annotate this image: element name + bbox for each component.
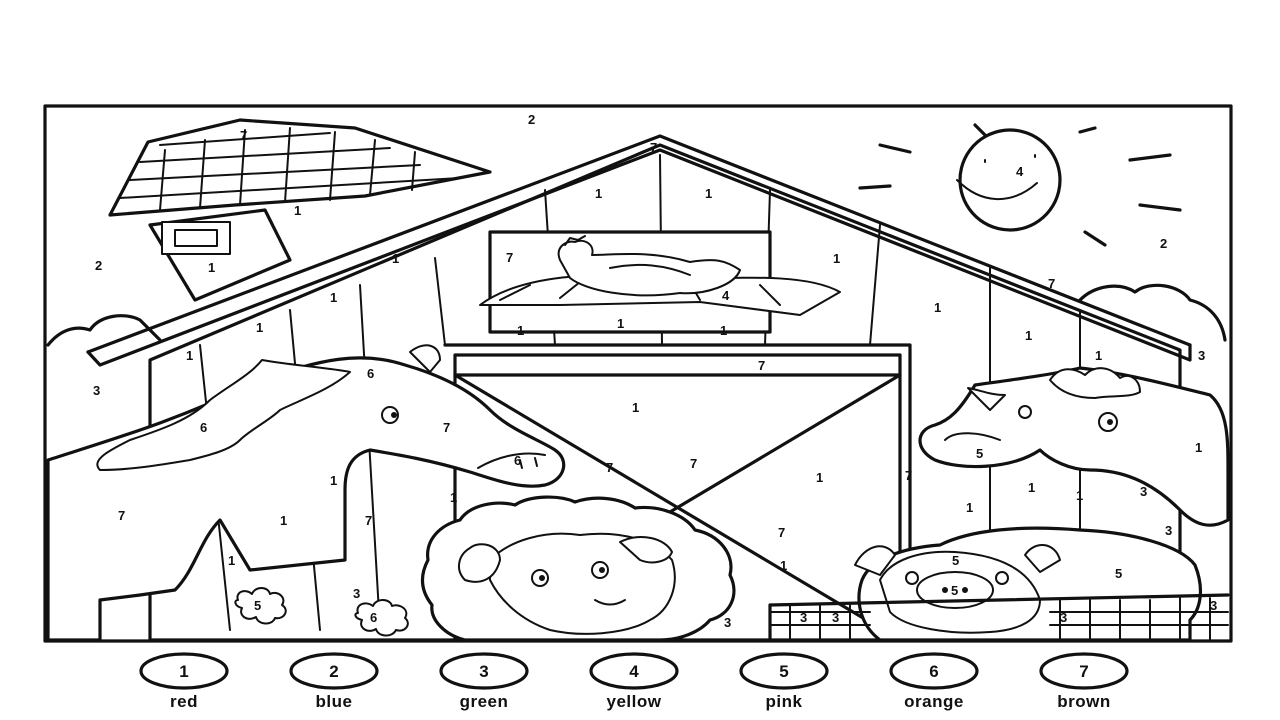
sheep — [420, 495, 736, 642]
label-door-frame-5: 7 — [905, 468, 912, 483]
label-grass-mid: 3 — [724, 615, 731, 630]
label-cow-body: 3 — [1140, 484, 1147, 499]
color-key: 1 2 3 4 5 6 7 red blue green yellow pink… — [139, 652, 1129, 711]
key-color-name: green — [460, 692, 509, 711]
label-pig-body2: 5 — [1115, 566, 1122, 581]
key-color-name: brown — [1057, 692, 1111, 711]
label-barn-2: 1 — [705, 186, 712, 201]
label-fence-4: 3 — [1210, 598, 1217, 613]
key-number: 7 — [1079, 662, 1088, 681]
label-barn-14: 1 — [280, 513, 287, 528]
label-barn-19: 1 — [1195, 440, 1202, 455]
label-roof-edge: 7 — [650, 140, 657, 155]
label-cow-nose: 5 — [976, 446, 983, 461]
label-pig-snout: 5 — [951, 583, 958, 598]
label-barn-11: 1 — [617, 316, 624, 331]
label-barn-3: 1 — [392, 251, 399, 266]
label-fence-2: 3 — [832, 610, 839, 625]
label-hen: 7 — [506, 250, 513, 265]
label-barn-brown: 7 — [365, 513, 372, 528]
label-door-3: 1 — [450, 490, 457, 505]
key-number: 4 — [629, 662, 639, 681]
key-circle-2 — [289, 652, 379, 690]
label-grass-left: 3 — [353, 586, 360, 601]
key-circle-4 — [589, 652, 679, 690]
label-barn-7: 1 — [833, 251, 840, 266]
key-number: 3 — [479, 662, 488, 681]
key-circle-1 — [139, 652, 229, 690]
label-barn-9: 1 — [1025, 328, 1032, 343]
label-door-2: 1 — [816, 470, 823, 485]
label-barn-4: 1 — [330, 290, 337, 305]
label-bush-right: 3 — [1198, 348, 1205, 363]
label-barn-12: 1 — [720, 323, 727, 338]
label-barn-13: 1 — [330, 473, 337, 488]
label-flower: 5 — [254, 598, 261, 613]
key-number: 1 — [179, 662, 188, 681]
key-circle-7 — [1039, 652, 1129, 690]
key-color-name: pink — [766, 692, 803, 711]
key-circle-3 — [439, 652, 529, 690]
label-door-frame-4: 7 — [778, 525, 785, 540]
bush-right — [1078, 283, 1227, 342]
label-barn-8: 1 — [934, 300, 941, 315]
label-door-frame-3: 7 — [690, 456, 697, 471]
label-sky-left: 2 — [95, 258, 102, 273]
key-color-name: yellow — [607, 692, 662, 711]
key-number: 6 — [929, 662, 938, 681]
label-horse-nose: 6 — [514, 453, 521, 468]
label-barn-17: 1 — [1028, 480, 1035, 495]
label-door-frame-1: 7 — [758, 358, 765, 373]
key-number: 5 — [779, 662, 788, 681]
label-horse-body: 7 — [118, 508, 125, 523]
hen — [557, 235, 741, 297]
label-silo-roof: 7 — [240, 128, 247, 143]
label-barn-6: 1 — [186, 348, 193, 363]
label-pig-body: 5 — [952, 553, 959, 568]
label-flower2: 6 — [370, 610, 377, 625]
label-door-frame-2: 7 — [606, 460, 613, 475]
label-horse-mane2: 6 — [200, 420, 207, 435]
label-grass-right: 3 — [1165, 523, 1172, 538]
key-circle-5 — [739, 652, 829, 690]
flower-pink — [234, 587, 287, 625]
label-door-4: 1 — [780, 558, 787, 573]
bush-left — [46, 314, 162, 347]
label-barn-1: 1 — [595, 186, 602, 201]
label-barn-15: 1 — [228, 553, 235, 568]
key-circle-6 — [889, 652, 979, 690]
label-silo-1: 1 — [294, 203, 301, 218]
flower-orange — [354, 599, 409, 637]
label-roof-right: 7 — [1048, 276, 1055, 291]
horse — [46, 344, 566, 642]
key-color-name: orange — [904, 692, 964, 711]
label-fence-3: 3 — [1060, 610, 1067, 625]
label-hay: 4 — [722, 288, 730, 303]
sun — [858, 123, 1182, 247]
key-color-name: blue — [316, 692, 353, 711]
silo — [108, 118, 492, 302]
label-barn-18: 1 — [1076, 488, 1083, 503]
label-sun: 4 — [1016, 164, 1024, 179]
label-silo-2: 1 — [208, 260, 215, 275]
label-sky-right: 2 — [1160, 236, 1167, 251]
label-barn-20: 1 — [1095, 348, 1102, 363]
cow — [918, 366, 1230, 527]
label-door-1: 1 — [632, 400, 639, 415]
label-barn-16: 1 — [966, 500, 973, 515]
key-number: 2 — [329, 662, 338, 681]
key-color-name: red — [170, 692, 198, 711]
label-bush: 3 — [93, 383, 100, 398]
label-horse-head: 7 — [443, 420, 450, 435]
label-horse-mane: 6 — [367, 366, 374, 381]
label-sky: 2 — [528, 112, 535, 127]
label-barn-10: 1 — [517, 323, 524, 338]
label-fence-1: 3 — [800, 610, 807, 625]
fence — [768, 593, 1230, 642]
label-barn-5: 1 — [256, 320, 263, 335]
barn — [86, 134, 1192, 642]
number-labels: 2 2 2 4 3 3 7 7 1 1 1 1 1 1 1 1 1 1 1 1 … — [93, 112, 1217, 630]
